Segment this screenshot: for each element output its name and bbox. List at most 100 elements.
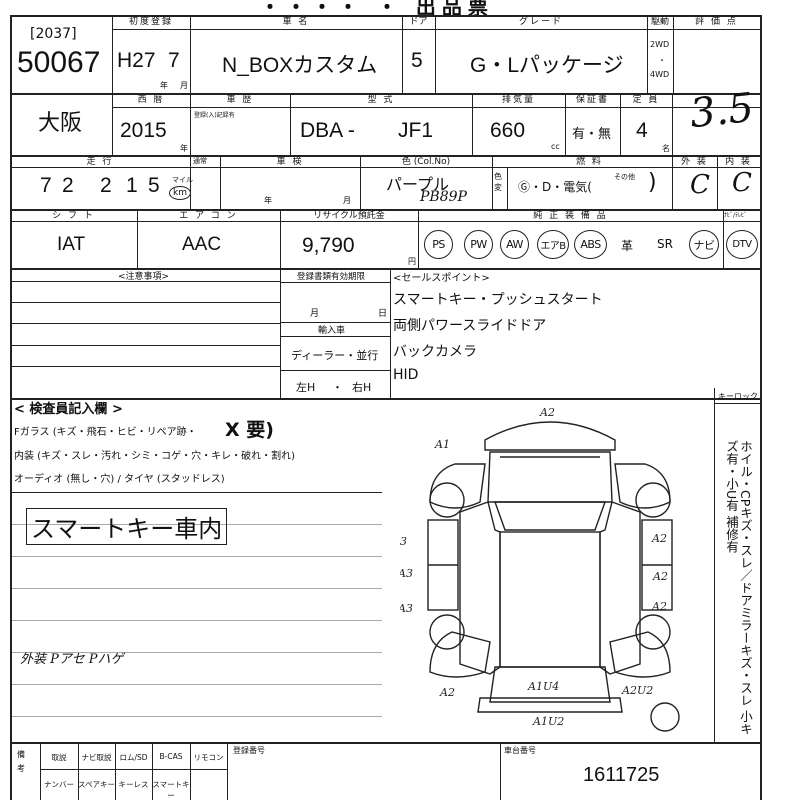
mark-rear-left: A2 <box>439 686 455 699</box>
cc-unit: cc <box>551 142 560 151</box>
mark-left-2: A3 <box>400 567 413 580</box>
sales-point-3: バックカメラ <box>393 344 477 360</box>
mileage-digit-4: 1 <box>126 174 138 197</box>
sales-point-2: 両側パワースライドドア <box>393 318 547 334</box>
mark-top: A2 <box>539 406 555 419</box>
mileage-status: 通常 <box>193 157 207 165</box>
lot-prefix: [2037] <box>30 26 77 42</box>
aircon-header: エ ア コ ン <box>179 211 238 221</box>
year-unit: 年 <box>160 81 168 90</box>
lot-number: 50067 <box>17 46 101 79</box>
sheet-title: ・・・・ ・ 出品票 <box>260 0 494 19</box>
yen-unit: 円 <box>408 257 416 266</box>
chassis-number: 1611725 <box>583 764 660 786</box>
item-remote: リモコン <box>193 753 224 762</box>
sales-point-1: スマートキー・プッシュスタート <box>393 292 603 308</box>
import-dealer: ディーラー・並行 <box>291 349 379 362</box>
history-header: 車 歴 <box>226 95 254 105</box>
item-manual: 取説 <box>51 753 67 762</box>
recycle-header: リサイクル預託金 <box>313 211 385 221</box>
mileage-digit-2: 2 <box>62 174 74 197</box>
model-prefix: DBA - <box>300 119 355 142</box>
inspection-month-unit: 月 <box>343 196 351 205</box>
equipment-leather: 革 <box>621 239 634 253</box>
color-name: パープル <box>386 175 450 194</box>
first-registration-era: H27 <box>117 49 156 72</box>
inspector-header: < 検査員記入欄 > <box>14 402 123 417</box>
mileage-unit-km: km <box>169 186 191 200</box>
warranty-header: 保証書 <box>575 95 609 105</box>
registration-valid-header: 登録書類有効期限 <box>297 272 366 282</box>
registration-day: 日 <box>378 309 388 319</box>
import-dot: ・ <box>332 381 343 394</box>
grade-value: G・Lパッケージ <box>470 54 624 77</box>
inspector-glass-mark: X 要) <box>225 419 274 441</box>
registration-month: 月 <box>310 309 320 319</box>
color-header: 色 (Col.No) <box>401 157 451 167</box>
recycle-value: 9,790 <box>302 234 355 257</box>
score-header: 評 価 点 <box>695 17 738 27</box>
fuel-options: Ⓖ・D・電気( <box>518 180 592 194</box>
drive-2wd: 2WD <box>650 40 670 49</box>
fuel-other: その他 <box>614 173 635 181</box>
item-keyless: キーレス <box>118 780 149 789</box>
inspection-year-unit: 年 <box>264 196 272 205</box>
equipment-ps: PS <box>424 230 453 259</box>
inspection-header: 車 検 <box>276 157 304 167</box>
interior-grade: C <box>732 168 752 198</box>
keylock-header: キーロック <box>718 392 758 401</box>
inspector-smartkey-note: スマートキー車内 <box>26 508 228 545</box>
item-navi-manual: ナビ取説 <box>81 753 112 762</box>
mark-right-1: A2 <box>651 532 667 545</box>
model-year-header: 西 暦 <box>137 95 165 105</box>
mileage-digit-5: 5 <box>148 174 160 197</box>
door-header: ドア <box>409 17 428 27</box>
color-code: PB89P <box>420 189 467 205</box>
score-value: 3.5 <box>687 84 756 138</box>
displacement-value: 660 <box>490 119 526 142</box>
equipment-pw: PW <box>464 230 493 259</box>
mark-rear-right: A2U2 <box>621 684 653 697</box>
first-registration-header: 初度登録 <box>128 17 173 27</box>
car-name-value: N_BOXカスタム <box>222 54 378 77</box>
mileage-digit-3: 2 <box>100 174 112 197</box>
equipment-airbag: エアB <box>537 230 569 259</box>
fuel-header: 燃 料 <box>576 157 603 167</box>
door-value: 5 <box>411 49 423 72</box>
mark-right-2: A2 <box>652 570 668 583</box>
car-name-header: 車 名 <box>282 17 310 27</box>
equipment-header: 純 正 装 備 品 <box>533 211 608 221</box>
note-label: 備考 <box>17 750 25 773</box>
item-smartkey: スマートキー <box>152 780 190 800</box>
drive-4wd: 4WD <box>650 70 670 79</box>
fuel-close: ) <box>648 170 657 195</box>
drive-header: 駆動 <box>650 17 669 27</box>
equipment-abs: ABS <box>574 230 607 259</box>
displacement-header: 排気量 <box>501 95 535 105</box>
color-change: 色変 <box>494 172 502 192</box>
item-rom-sd: ロム/SD <box>119 753 148 762</box>
month-unit: 月 <box>180 81 188 90</box>
navi-tv-header: ﾅﾋﾞ/ﾃﾚﾋﾞ <box>724 212 748 219</box>
reg-number-label: 登録番号 <box>233 746 265 755</box>
aircon-value: AAC <box>182 234 222 255</box>
notes-header: <注意事項> <box>118 272 170 282</box>
inspector-glass-note: Fガラス (キズ・飛石・ヒビ・リペア跡・ <box>14 427 197 438</box>
mark-left-1: A3 <box>400 535 407 548</box>
side-note: ホイル・CPキズ・スレ／ドアミラーキズ・スレ 小キズ有・小U有 補修有 <box>724 440 753 736</box>
model-type-header: 型 式 <box>367 95 395 105</box>
inspector-audio-note: オーディオ (無し・穴) / タイヤ (スタッドレス) <box>14 474 225 485</box>
interior-header: 内 装 <box>725 157 752 167</box>
equipment-dtv: DTV <box>726 230 758 259</box>
item-number-plate: ナンバー <box>44 780 74 789</box>
capacity-value: 4 <box>636 119 648 142</box>
item-spare-key: スペアキー <box>78 780 115 789</box>
equipment-navi: ナビ <box>689 230 719 259</box>
shift-value: IAT <box>57 234 86 255</box>
inspector-interior-note: 内装 (キズ・スレ・汚れ・シミ・コゲ・穴・キレ・破れ・割れ) <box>14 451 295 462</box>
chassis-label: 車台番号 <box>504 746 536 755</box>
mark-rear-center: A1U4 <box>527 680 559 693</box>
first-registration-month: 7 <box>168 49 180 72</box>
model-year-unit: 年 <box>180 144 188 153</box>
mileage-unit-mile: マイル <box>172 176 193 184</box>
